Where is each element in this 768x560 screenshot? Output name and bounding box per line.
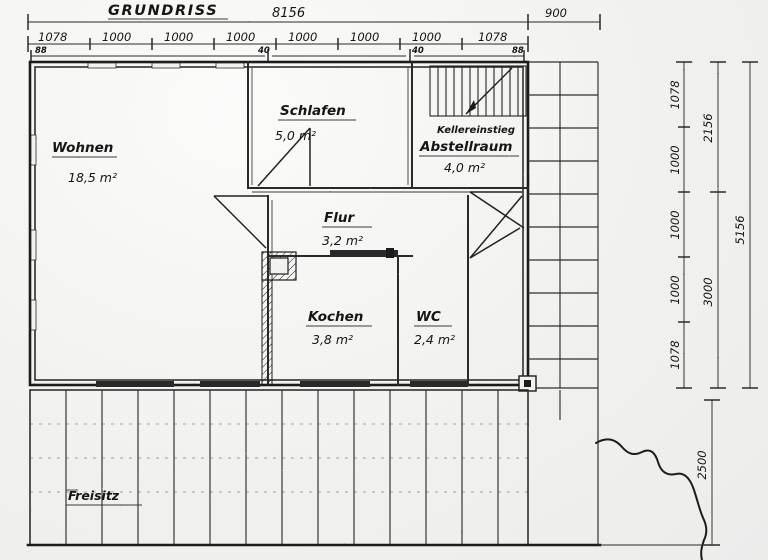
room-name-flur: Flur (324, 210, 355, 226)
bottom-right-dimension: 2500 (695, 399, 720, 546)
room-area-wc: 2,4 m² (414, 332, 455, 347)
dim-right-group-upper: 2156 (701, 113, 715, 142)
dim-top-7: 1000 (412, 30, 441, 44)
room-label-freisitz: Freisitz (66, 488, 142, 506)
dim-top-3: 1000 (164, 30, 193, 44)
room-label-wc: WC 2,4 m² (414, 309, 455, 347)
terrain-boundary-curve (595, 438, 708, 560)
dim-top-1: 1078 (38, 30, 67, 44)
room-area-schlafen: 5,0 m² (275, 128, 316, 143)
chimney-block (261, 251, 297, 386)
door-swing-wohnen (213, 195, 268, 249)
dim-right-4: 1000 (668, 275, 682, 304)
site-boundary-lines (597, 400, 712, 546)
room-name-schlafen: Schlafen (280, 103, 346, 119)
dim-sub-4: 88 (512, 46, 524, 56)
dim-sub-2: 40 (257, 46, 270, 56)
dim-right-3: 1000 (668, 210, 682, 239)
room-name-kochen: Kochen (308, 309, 363, 325)
room-label-flur: Flur 3,2 m² (322, 210, 372, 248)
right-dimension-chain: 1078 1000 1000 1000 1078 (668, 61, 692, 389)
room-label-schlafen: Schlafen 5,0 m² (275, 103, 356, 143)
cellar-stair-symbol (429, 65, 527, 117)
dim-top-total: 8156 (272, 6, 305, 21)
page-title: GRUNDRISS (108, 3, 218, 19)
dim-right-group-lower: 3000 (701, 277, 715, 306)
dim-sub-3: 40 (411, 46, 424, 56)
dim-sub-1: 88 (35, 46, 47, 56)
dim-right-5: 1078 (668, 340, 682, 369)
post-marker (518, 375, 537, 392)
building-outer-wall (28, 60, 530, 387)
room-label-kochen: Kochen 3,8 m² (306, 309, 372, 347)
dim-top-right-offset: 900 (545, 6, 567, 20)
room-name-freisitz: Freisitz (68, 488, 120, 503)
room-area-wohnen: 18,5 m² (68, 170, 117, 185)
dim-top-6: 1000 (350, 30, 379, 44)
room-name-wohnen: Wohnen (52, 140, 113, 156)
room-area-kochen: 3,8 m² (312, 332, 353, 347)
room-name-abstellraum: Abstellraum (419, 139, 512, 155)
window-openings-top (87, 62, 245, 69)
room-label-wohnen: Wohnen 18,5 m² (52, 140, 117, 185)
right-lower-grid (527, 388, 599, 545)
room-label-abstellraum: Kellereinstieg Abstellraum 4,0 m² (419, 125, 519, 175)
dim-top-2: 1000 (102, 30, 131, 44)
dim-top-8: 1078 (478, 30, 507, 44)
freisitz-terrace (26, 389, 602, 547)
right-total-dimension: 5156 (733, 61, 758, 389)
room-name-wc: WC (416, 309, 441, 325)
dim-right-1: 1078 (668, 80, 682, 109)
room-area-flur: 3,2 m² (322, 233, 363, 248)
dim-bottom-right: 2500 (695, 450, 709, 479)
top-dimension-chain: 1078 1000 1000 1000 1000 1000 1000 1078 (27, 30, 529, 52)
dim-right-2: 1000 (668, 145, 682, 174)
door-swing-schlafen (257, 127, 311, 187)
door-swing-abstellraum (469, 191, 525, 229)
top-sub-dimension-chain: 88 40 40 88 (30, 46, 525, 62)
dim-right-total: 5156 (733, 215, 747, 244)
dim-top-5: 1000 (288, 30, 317, 44)
label-kellereinstieg: Kellereinstieg (437, 125, 515, 136)
room-area-abstellraum: 4,0 m² (444, 160, 485, 175)
dim-top-4: 1000 (226, 30, 255, 44)
top-total-dimension (27, 14, 601, 30)
right-group-dimensions: 2156 3000 (701, 61, 726, 389)
window-openings-left (30, 134, 37, 331)
door-openings-lower (96, 248, 468, 387)
door-swing-wc (469, 195, 523, 259)
right-paving-grid (528, 61, 599, 389)
